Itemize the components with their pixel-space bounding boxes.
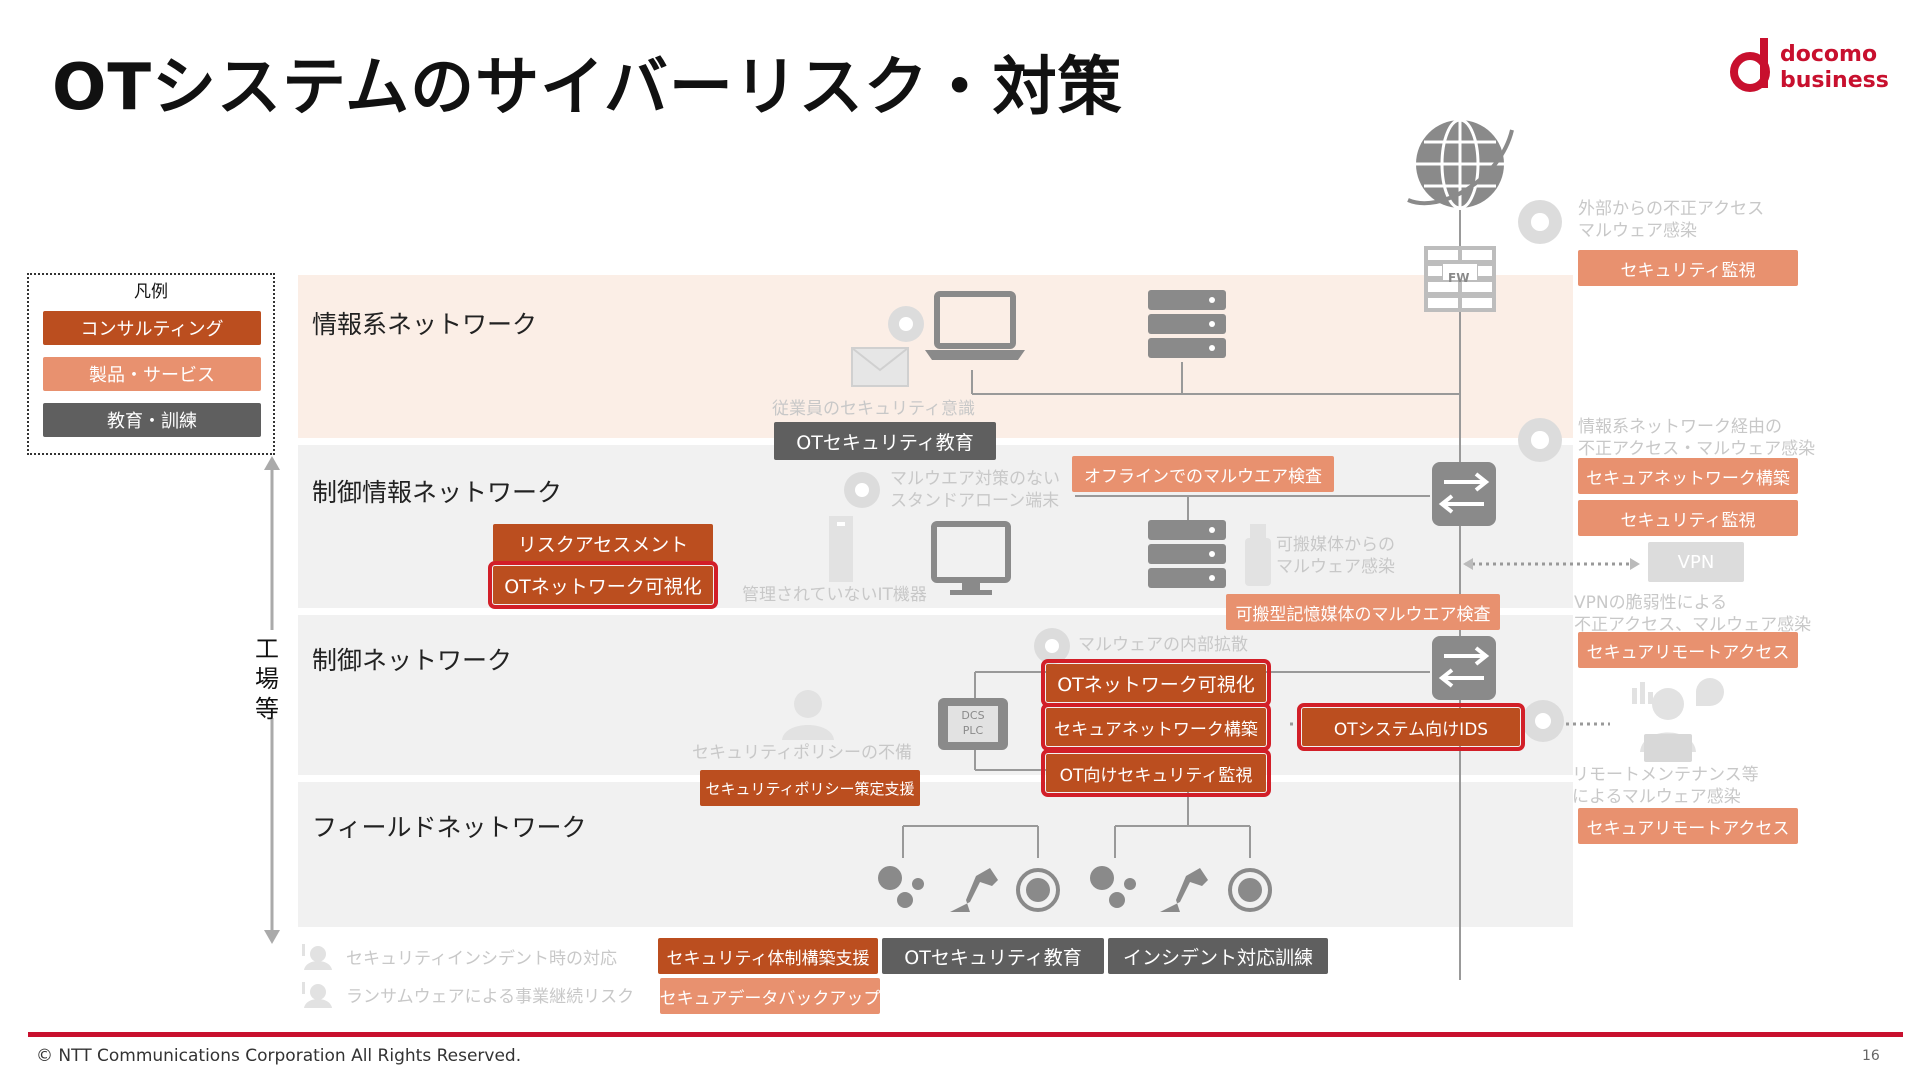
monitor-icon — [931, 521, 1011, 595]
legend-consulting: コンサルティング — [43, 311, 261, 345]
risk-internal: マルウェアの内部拡散 — [1078, 635, 1248, 655]
switch-icon-2 — [1432, 636, 1496, 700]
person-icon-policy — [782, 690, 834, 740]
risk-vpn: VPNの脆弱性による 不正アクセス、マルウェア感染 — [1574, 593, 1812, 635]
gear-icon-internal — [1034, 628, 1070, 664]
risk-employee: 従業員のセキュリティ意識 — [772, 399, 975, 419]
measure-ot-ids: OTシステム向けIDS — [1297, 703, 1525, 751]
page-number: 16 — [1862, 1048, 1880, 1064]
risk-it-network: 情報系ネットワーク経由の 不正アクセス・マルウェア感染 — [1578, 417, 1816, 459]
firewall-icon — [1424, 246, 1496, 312]
risk-remote: リモートメンテナンス等 によるマルウェア感染 — [1572, 765, 1759, 807]
gear-icon-external — [1518, 200, 1562, 244]
measure-media-scan: 可搬型記憶媒体のマルウエア検査 — [1226, 594, 1500, 630]
risk-unmanaged: 管理されていないIT機器 — [742, 585, 927, 605]
remote-maintenance-icon — [1632, 678, 1724, 762]
risk-policy: セキュリティポリシーの不備 — [692, 743, 912, 763]
unmanaged-device-icon — [829, 516, 853, 582]
measure-policy-support: セキュリティポリシー策定支援 — [700, 770, 920, 806]
measure-ot-monitoring: OT向けセキュリティ監視 — [1041, 749, 1271, 797]
measure-ot-education-bottom: OTセキュリティ教育 — [882, 938, 1104, 974]
risk-media: 可搬媒体からの マルウェア感染 — [1276, 535, 1395, 577]
factory-label: 工場等 — [255, 635, 279, 723]
server-icon-mid — [1148, 520, 1226, 588]
measure-secure-remote-1: セキュアリモートアクセス — [1578, 632, 1798, 668]
band-control-network — [298, 615, 1573, 775]
measure-ot-education-top: OTセキュリティ教育 — [774, 422, 996, 460]
band-label-field: フィールドネットワーク — [312, 813, 587, 842]
laptop-icon — [925, 291, 1025, 360]
band-label-control-info: 制御情報ネットワーク — [312, 478, 563, 507]
gear-icon-remote — [1522, 700, 1564, 742]
field-devices — [878, 866, 1272, 912]
gear-icon-it-network — [1518, 418, 1562, 462]
measure-risk-assessment: リスクアセスメント — [493, 524, 713, 562]
risk-standalone: マルウエア対策のない スタンドアローン端末 — [890, 469, 1060, 511]
legend-education: 教育・訓練 — [43, 403, 261, 437]
vpn-box: VPN — [1648, 542, 1744, 582]
person-icon-ransomware — [302, 982, 332, 1008]
measure-secure-network-2: セキュアネットワーク構築 — [1041, 703, 1271, 751]
measure-security-monitoring-2: セキュリティ監視 — [1578, 500, 1798, 536]
measure-security-org: セキュリティ体制構築支援 — [658, 938, 878, 974]
footer-divider — [28, 1032, 1903, 1037]
legend-product: 製品・サービス — [43, 357, 261, 391]
globe-icon — [1407, 118, 1514, 210]
dcs-plc-label: DCS PLC — [961, 709, 985, 737]
risk-ransomware: ランサムウェアによる事業継続リスク — [346, 987, 635, 1007]
band-label-it: 情報系ネットワーク — [312, 310, 538, 339]
gear-icon-standalone — [844, 472, 880, 508]
gear-icon-employee — [888, 306, 924, 342]
measure-secure-network-1: セキュアネットワーク構築 — [1578, 458, 1798, 494]
dcs-plc-icon — [938, 698, 1008, 750]
risk-incident: セキュリティインシデント時の対応 — [346, 949, 617, 969]
measure-data-backup: セキュアデータバックアップ — [660, 978, 880, 1014]
measure-ot-visualization-1: OTネットワーク可視化 — [488, 561, 718, 609]
measure-security-monitoring-1: セキュリティ監視 — [1578, 250, 1798, 286]
band-field-network — [298, 782, 1573, 927]
firewall-label: FW — [1448, 271, 1470, 285]
server-icon-top — [1148, 290, 1226, 358]
logo-text-docomo: docomo — [1780, 42, 1878, 67]
logo-text-business: business — [1780, 68, 1889, 93]
risk-external: 外部からの不正アクセス マルウェア感染 — [1578, 199, 1765, 241]
page-title: OTシステムのサイバーリスク・対策 — [52, 51, 1123, 125]
measure-offline-scan: オフラインでのマルウエア検査 — [1072, 456, 1334, 492]
usb-icon — [1245, 524, 1271, 586]
legend: 凡例 コンサルティング 製品・サービス 教育・訓練 — [27, 273, 275, 455]
legend-title: 凡例 — [134, 282, 168, 302]
measure-incident-training: インシデント対応訓練 — [1108, 938, 1328, 974]
person-icon-incident — [302, 944, 332, 970]
band-label-control: 制御ネットワーク — [312, 646, 513, 675]
docomo-business-logo: docomo business — [1728, 34, 1898, 100]
measure-ot-visualization-2: OTネットワーク可視化 — [1041, 659, 1271, 707]
measure-secure-remote-2: セキュアリモートアクセス — [1578, 808, 1798, 844]
copyright: © NTT Communications Corporation All Rig… — [36, 1046, 522, 1066]
switch-icon-1 — [1432, 462, 1496, 526]
envelope-icon — [851, 347, 909, 387]
